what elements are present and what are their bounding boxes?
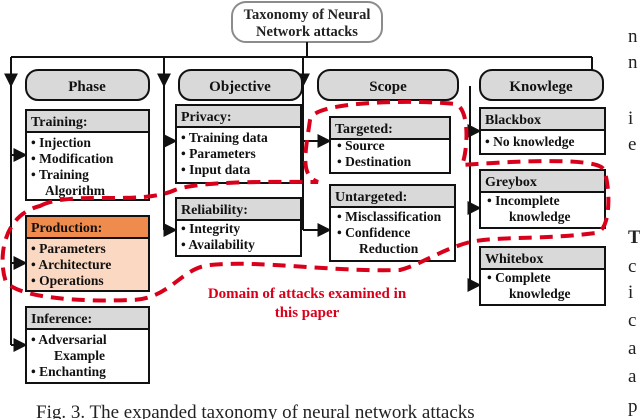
- box-untargeted-item: Reduction: [359, 241, 419, 256]
- side-text-char: a: [628, 366, 637, 387]
- box-targeted-item: • Destination: [337, 154, 412, 169]
- box-production-title: Production:: [31, 221, 102, 236]
- box-production-item: • Parameters: [31, 241, 106, 256]
- header-phase: Phase: [68, 79, 106, 95]
- box-targeted-title: Targeted:: [335, 122, 393, 137]
- side-text-char: c: [628, 310, 636, 331]
- title-line-1: Taxonomy of Neural: [244, 7, 371, 23]
- box-privacy-title: Privacy:: [181, 110, 232, 125]
- box-training: Training: • Injection • Modification • T…: [25, 109, 150, 201]
- side-text-char: i: [628, 108, 633, 129]
- box-privacy-item: • Parameters: [181, 146, 256, 161]
- column-headers: Phase Objective Scope Knowlege: [25, 69, 604, 101]
- domain-dashed-outline: [0, 99, 611, 303]
- side-text-char: a: [628, 338, 637, 359]
- box-whitebox-title: Whitebox: [485, 252, 543, 267]
- box-training-item: • Training: [31, 167, 89, 182]
- side-text-char: i: [628, 282, 633, 303]
- box-untargeted-item: • Confidence: [337, 225, 410, 240]
- side-text-char: n: [628, 52, 638, 73]
- annotation-line-2: this paper: [275, 305, 340, 321]
- header-phase-box: [25, 69, 150, 101]
- box-privacy: Privacy: • Training data • Parameters • …: [175, 104, 302, 184]
- box-training-item: • Modification: [31, 151, 114, 166]
- box-production-item: • Operations: [31, 273, 104, 288]
- box-training-item: • Injection: [31, 135, 91, 150]
- box-inference-title: Inference:: [31, 312, 92, 327]
- box-blackbox: Blackbox • No knowledge: [479, 107, 606, 155]
- title-line-2: Network attacks: [256, 24, 358, 40]
- box-greybox-item: • Incomplete: [487, 193, 560, 208]
- branch-connectors: [10, 86, 482, 352]
- box-reliability: Reliability: • Integrity • Availability: [175, 197, 302, 257]
- box-training-item: Algorithm: [45, 183, 106, 198]
- side-text-char: T: [628, 227, 640, 248]
- box-greybox-title: Greybox: [485, 175, 537, 190]
- box-privacy-item: • Input data: [181, 162, 251, 177]
- header-objective-box: [178, 69, 303, 101]
- box-whitebox: Whitebox • Complete knowledge: [479, 246, 606, 306]
- box-greybox-item: knowledge: [509, 209, 571, 224]
- annotation-line-1: Domain of attacks examined in: [208, 286, 407, 302]
- box-untargeted-item: • Misclassification: [337, 209, 442, 224]
- header-scope: Scope: [369, 79, 407, 95]
- box-reliability-item: • Availability: [181, 237, 255, 252]
- box-inference-item: • Enchanting: [31, 364, 106, 379]
- side-text-char: n: [628, 26, 638, 47]
- box-production-item: • Architecture: [31, 257, 111, 272]
- box-production: Production: • Parameters • Architecture …: [25, 215, 150, 292]
- box-reliability-title: Reliability:: [181, 203, 248, 218]
- box-blackbox-item: • No knowledge: [485, 134, 574, 149]
- side-text-char: e: [628, 134, 636, 155]
- box-inference-item: • Adversarial: [31, 332, 107, 347]
- box-reliability-item: • Integrity: [181, 221, 240, 236]
- box-training-title: Training:: [31, 115, 88, 130]
- box-inference: Inference: • Adversarial Example • Encha…: [25, 306, 150, 384]
- box-whitebox-item: knowledge: [509, 286, 571, 301]
- box-untargeted: Untargeted: • Misclassification • Confid…: [329, 184, 456, 262]
- header-scope-box: [317, 69, 459, 101]
- side-text-char: c: [628, 256, 636, 277]
- box-whitebox-item: • Complete: [487, 270, 551, 285]
- box-privacy-item: • Training data: [181, 130, 268, 145]
- side-text-char: p: [628, 396, 638, 417]
- header-knowlege: Knowlege: [509, 79, 573, 95]
- figure-caption: Fig. 3. The expanded taxonomy of neural …: [36, 402, 475, 419]
- box-greybox: Greybox • Incomplete knowledge: [479, 169, 606, 229]
- domain-annotation: Domain of attacks examined in this paper: [208, 286, 407, 321]
- box-inference-item: Example: [54, 348, 105, 363]
- header-knowlege-box: [479, 69, 604, 101]
- box-blackbox-title: Blackbox: [485, 113, 541, 128]
- box-targeted: Targeted: • Source • Destination: [329, 116, 451, 174]
- title-node: Taxonomy of Neural Network attacks: [231, 1, 383, 43]
- header-objective: Objective: [209, 79, 271, 95]
- box-targeted-item: • Source: [337, 138, 385, 153]
- side-text-column: n n i e T c i c a a p: [628, 26, 640, 417]
- box-untargeted-title: Untargeted:: [335, 190, 407, 205]
